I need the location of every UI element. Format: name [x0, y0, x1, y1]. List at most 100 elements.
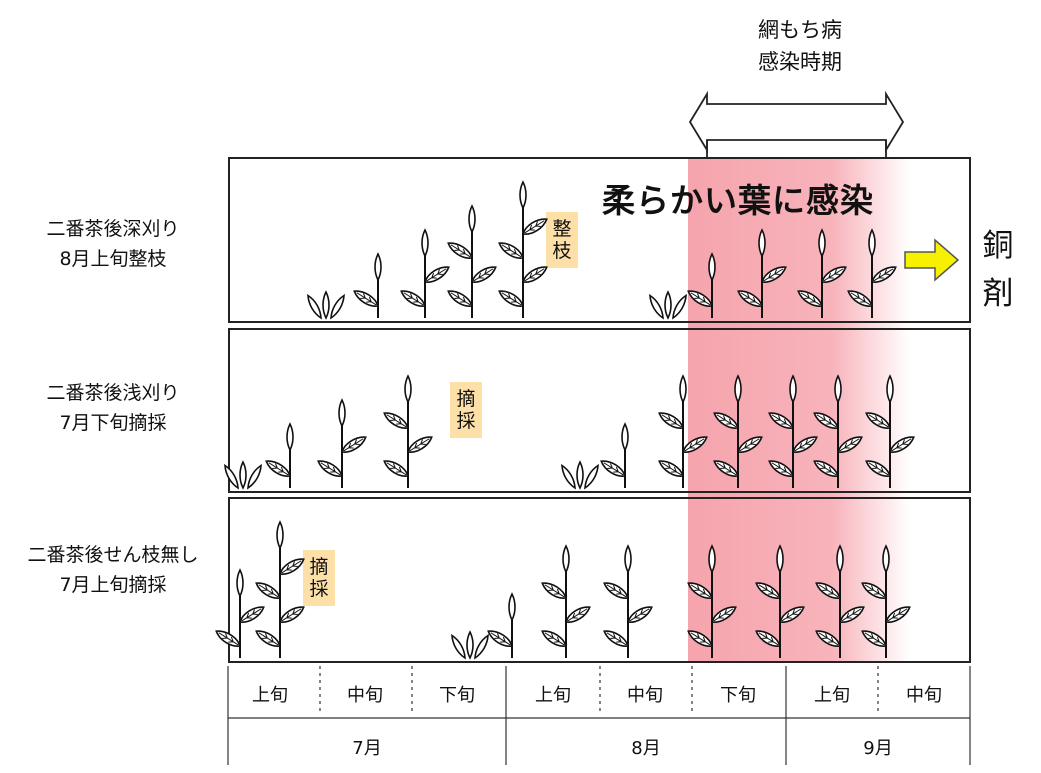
tea-leaf [685, 578, 716, 603]
tea-leaf [468, 262, 499, 287]
harvest-tag-row3: 摘採 [303, 550, 335, 606]
tea-leaf [445, 238, 476, 263]
tea-leaf [685, 286, 716, 311]
tea-leaf [813, 626, 844, 651]
tea-bud [868, 229, 876, 257]
tea-bud [327, 293, 348, 321]
tea-leaf [445, 286, 476, 311]
tea-leaf [811, 408, 842, 433]
tea-leaf [863, 408, 894, 433]
tea-bud [239, 461, 247, 489]
tea-bud [221, 463, 242, 491]
tea-leaf [868, 262, 899, 287]
tea-bud [576, 461, 584, 489]
tea-leaf [404, 432, 435, 457]
tea-bud [882, 545, 890, 573]
tea-leaf [882, 602, 913, 627]
tea-leaf [253, 626, 284, 651]
tea-bud [886, 375, 894, 403]
tea-leaf [859, 578, 890, 603]
tea-leaf [758, 262, 789, 287]
tea-leaf [276, 554, 307, 579]
tea-leaf [845, 286, 876, 311]
infection-period-title: 網もち病 感染時期 [758, 18, 842, 74]
tea-leaf [813, 578, 844, 603]
tea-leaf [753, 578, 784, 603]
tea-leaf [766, 456, 797, 481]
row-panel-1 [228, 157, 971, 323]
tea-bud [708, 545, 716, 573]
tea-leaf [685, 626, 716, 651]
tea-bud [322, 291, 330, 319]
copper-arrow-icon [904, 238, 960, 282]
tea-leaf [381, 456, 412, 481]
tea-bud [338, 399, 346, 427]
period-label-3: 下旬 [439, 685, 475, 706]
tea-leaf [539, 626, 570, 651]
tea-leaf [711, 456, 742, 481]
infection-period-arrow [688, 90, 905, 158]
tea-leaf [276, 602, 307, 627]
tea-bud [508, 593, 516, 621]
period-label-2: 中旬 [347, 685, 383, 706]
tea-leaf [381, 408, 412, 433]
tea-leaf [711, 408, 742, 433]
tea-bud [581, 463, 602, 491]
timeline-axis [227, 666, 971, 765]
tea-leaf [398, 286, 429, 311]
tea-bud [286, 423, 294, 451]
tea-leaf [836, 602, 867, 627]
tea-bud [468, 205, 476, 233]
tea-leaf [338, 432, 369, 457]
period-label-7: 上旬 [814, 685, 850, 706]
tea-leaf [263, 456, 294, 481]
tea-leaf [679, 432, 710, 457]
tea-leaf [753, 626, 784, 651]
tea-leaf [734, 432, 765, 457]
tea-bud [421, 229, 429, 257]
tea-bud [789, 375, 797, 403]
infection-message: 柔らかい葉に感染 [602, 181, 874, 220]
tea-bud [734, 375, 742, 403]
tea-leaf [735, 286, 766, 311]
tea-leaf [496, 238, 527, 263]
tea-leaf [598, 456, 629, 481]
pruning-tag: 整枝 [546, 212, 578, 268]
tea-leaf [236, 602, 267, 627]
month-label-july: 7月 [352, 738, 382, 759]
period-label-4: 上旬 [535, 685, 571, 706]
tea-bud [562, 545, 570, 573]
tea-leaf [656, 408, 687, 433]
tea-leaf [834, 432, 865, 457]
tea-bud [818, 229, 826, 257]
tea-leaf [708, 602, 739, 627]
tea-leaf [485, 626, 516, 651]
row-panel-2 [228, 328, 971, 493]
tea-bud [276, 521, 284, 549]
tea-bud [758, 229, 766, 257]
row-panel-3 [228, 497, 971, 663]
copper-agent-label: 銅剤 [982, 228, 1014, 312]
tea-leaf [539, 578, 570, 603]
tea-leaf [886, 432, 917, 457]
tea-bud [679, 375, 687, 403]
tea-bud [466, 631, 474, 659]
tea-leaf [496, 286, 527, 311]
tea-bud [834, 375, 842, 403]
tea-bud [404, 375, 412, 403]
month-label-august: 8月 [631, 738, 661, 759]
tea-bud [304, 293, 325, 321]
tea-leaf [421, 262, 452, 287]
tea-leaf [766, 408, 797, 433]
month-label-september: 9月 [863, 738, 893, 759]
period-label-8: 中旬 [906, 685, 942, 706]
tea-bud [776, 545, 784, 573]
tea-leaf [811, 456, 842, 481]
tea-leaf [859, 626, 890, 651]
tea-leaf [776, 602, 807, 627]
tea-leaf [519, 262, 550, 287]
tea-leaf [795, 286, 826, 311]
